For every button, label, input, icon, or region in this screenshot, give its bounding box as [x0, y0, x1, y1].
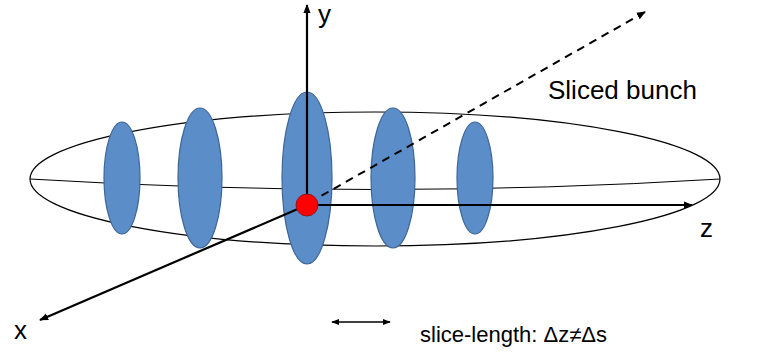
dimension-arrow: [332, 321, 390, 323]
particle-dot: [296, 194, 318, 216]
axis-label: y: [318, 0, 331, 30]
axis-label: z: [700, 214, 713, 244]
bunch-slice: [104, 122, 140, 234]
z-axis: [307, 204, 692, 206]
callout-label: Sliced bunch: [548, 76, 697, 106]
axis-label: x: [14, 316, 27, 346]
bunch-slice: [178, 108, 222, 248]
dimension-label: slice-length: Δz≠Δs: [420, 322, 607, 347]
bunch-slice: [457, 122, 493, 234]
x-axis: [40, 205, 307, 320]
y-axis: [306, 5, 308, 205]
bunch-slice: [371, 108, 415, 248]
